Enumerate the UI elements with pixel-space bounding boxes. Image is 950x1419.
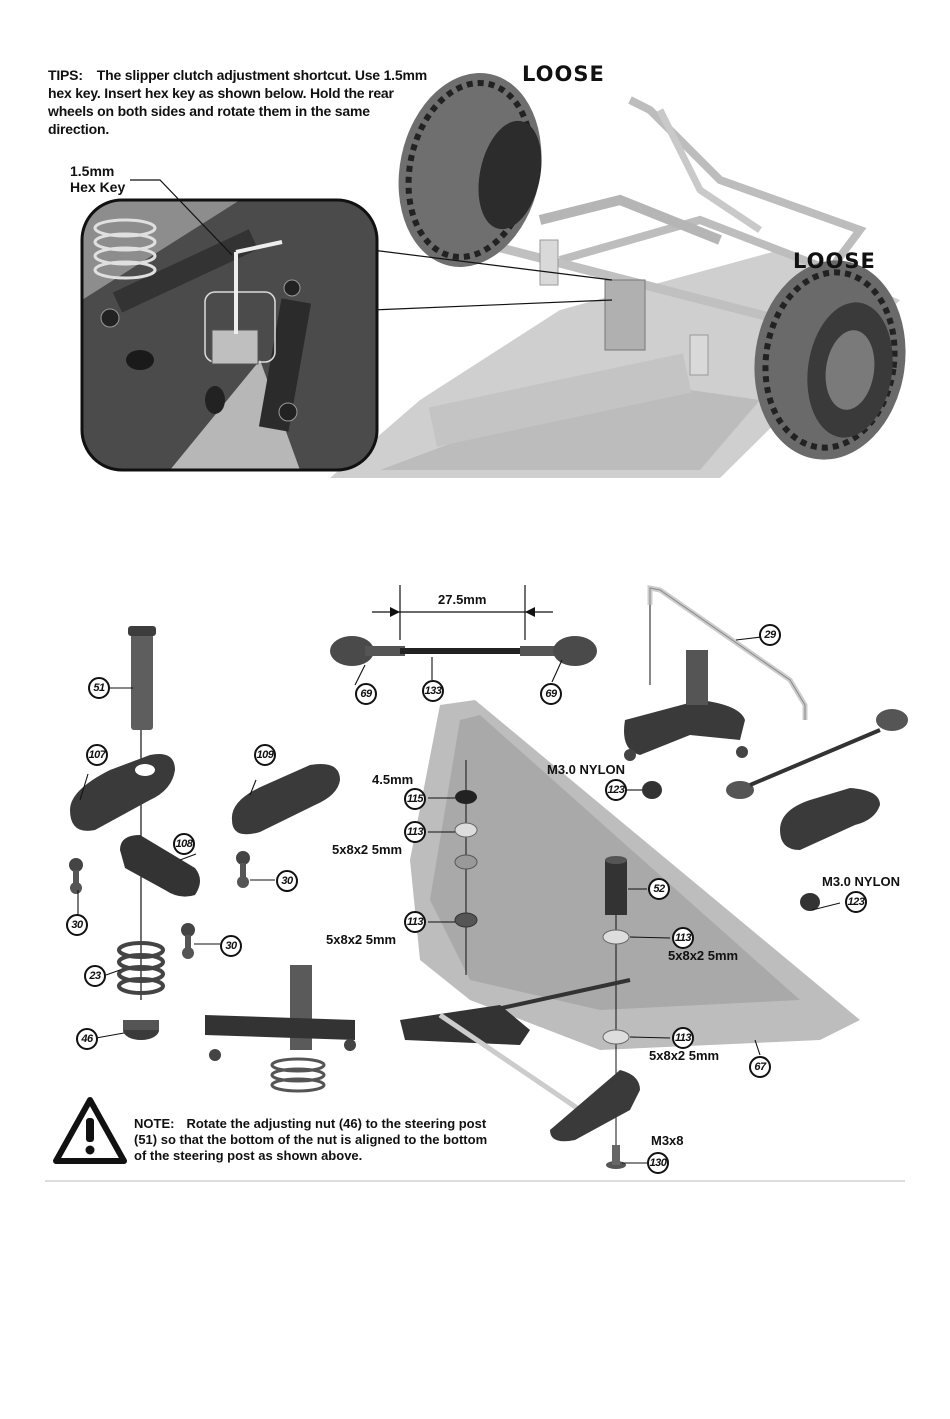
callout-133: 133 [422, 680, 444, 702]
callout-107: 107 [86, 744, 108, 766]
screw-size-label: 4.5mm [372, 772, 414, 787]
note-label: NOTE: [134, 1116, 175, 1131]
callout-113-b: 113 [404, 911, 426, 933]
callout-23: 23 [84, 965, 106, 987]
note-body: Rotate the adjusting nut (46) to the ste… [134, 1116, 488, 1163]
callout-113-d: 113 [672, 1027, 694, 1049]
note-text: NOTE:Rotate the adjusting nut (46) to th… [134, 1116, 494, 1164]
screw-m3x8-label: M3x8 [651, 1133, 684, 1148]
callout-113-a: 113 [404, 821, 426, 843]
loose-label-left: LOOSE [522, 62, 605, 86]
right-rear-wheel [754, 260, 906, 460]
callout-30-a: 30 [66, 914, 88, 936]
left-rear-wheel [398, 73, 542, 267]
nylon-nut-label-b: M3.0 NYLON [822, 874, 901, 889]
washer-size-label-b: 5x8x2 5mm [326, 932, 397, 947]
callout-29: 29 [759, 624, 781, 646]
callout-30-c: 30 [220, 935, 242, 957]
callout-113-c: 113 [672, 927, 694, 949]
chassis-illustration [330, 73, 906, 478]
callout-67: 67 [749, 1056, 771, 1078]
hex-key-name: Hex Key [70, 179, 126, 195]
callout-51: 51 [88, 677, 110, 699]
callout-109: 109 [254, 744, 276, 766]
callout-130: 130 [647, 1152, 669, 1174]
callout-115: 115 [404, 788, 426, 810]
washer-size-label-d: 5x8x2 5mm [649, 1048, 720, 1063]
turnbuckle-length-label: 27.5mm [438, 592, 487, 607]
tips-label: TIPS: [48, 67, 83, 83]
nylon-nut-label-a: M3.0 NYLON [547, 762, 626, 777]
callout-108: 108 [173, 833, 195, 855]
slipper-clutch-detail-inset [80, 179, 379, 472]
callout-69-a: 69 [355, 683, 377, 705]
steering-assembly-illustration [45, 584, 908, 1182]
tips-text: TIPS:The slipper clutch adjustment short… [48, 66, 428, 138]
callout-30-b: 30 [276, 870, 298, 892]
loose-label-right: LOOSE [793, 249, 876, 273]
callout-123-a: 123 [605, 779, 627, 801]
washer-size-label-c: 5x8x2 5mm [668, 948, 739, 963]
callout-leaders [77, 635, 841, 1164]
warning-icon [53, 1097, 127, 1164]
hex-key-label: 1.5mm Hex Key [70, 163, 125, 195]
washer-size-label-a: 5x8x2 5mm [332, 842, 403, 857]
callout-52: 52 [648, 878, 670, 900]
callout-69-b: 69 [540, 683, 562, 705]
callout-46: 46 [76, 1028, 98, 1050]
hex-key-size: 1.5mm [70, 163, 115, 179]
callout-123-b: 123 [845, 891, 867, 913]
tips-body: The slipper clutch adjustment shortcut. … [48, 67, 427, 137]
